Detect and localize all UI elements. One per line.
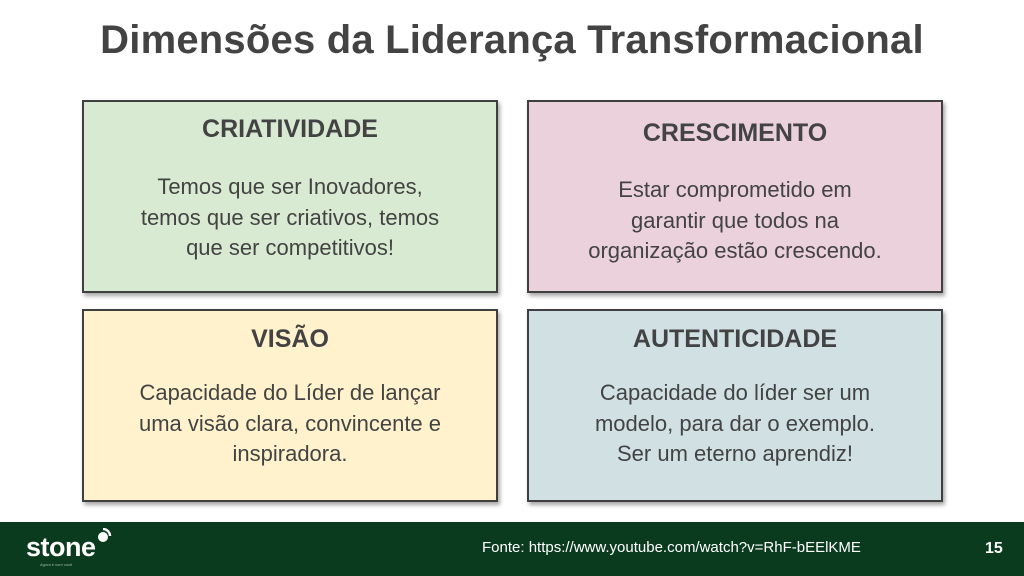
card-body-line: temos que ser criativos, temos (140, 204, 440, 230)
card-body-line: uma visão clara, convincente e (138, 410, 442, 436)
card-heading: AUTENTICIDADE (632, 325, 838, 353)
card-body-line: garantir que todos na (631, 207, 839, 233)
card-body-line: inspiradora. (232, 441, 348, 466)
card-authenticity: AUTENTICIDADE Capacidade do líder ser um… (527, 309, 943, 502)
logo-tagline: Agora é com você (40, 562, 73, 567)
card-body: Capacidade do líder ser um modelo, para … (537, 378, 933, 470)
slide-title: Dimensões da Liderança Transformacional (100, 18, 924, 62)
card-body-line: que ser competitivos! (186, 235, 394, 260)
logo-wordmark: stone (26, 532, 96, 562)
logo-mark-icon (98, 528, 112, 542)
card-heading: CRESCIMENTO (642, 119, 828, 147)
card-vision: VISÃO Capacidade do Líder de lançar uma … (82, 309, 498, 502)
card-heading: CRIATIVIDADE (202, 115, 378, 143)
card-body-line: organização estão crescendo. (588, 238, 882, 263)
card-growth: CRESCIMENTO Estar comprometido em garant… (527, 100, 943, 293)
source-link[interactable]: Fonte: https://www.youtube.com/watch?v=R… (482, 539, 861, 556)
card-body-line: Capacidade do Líder de lançar (139, 380, 441, 405)
card-body-line: Temos que ser Inovadores, (157, 174, 423, 199)
page-number: 15 (985, 540, 1003, 557)
card-creativity: CRIATIVIDADE Temos que ser Inovadores, t… (82, 100, 498, 293)
card-body-line: Capacidade do líder ser um (599, 380, 871, 405)
card-body-line: Estar comprometido em (618, 177, 852, 202)
card-body: Temos que ser Inovadores, temos que ser … (92, 172, 488, 264)
stone-logo: stone Agora é com você (26, 528, 126, 568)
card-body: Capacidade do Líder de lançar uma visão … (92, 378, 488, 470)
card-body: Estar comprometido em garantir que todos… (537, 175, 933, 267)
card-heading: VISÃO (251, 325, 329, 353)
card-body-line: Ser um eterno aprendiz! (616, 441, 854, 466)
card-body-line: modelo, para dar o exemplo. (594, 410, 876, 436)
footer-bar: stone Agora é com você Fonte: https://ww… (0, 522, 1024, 576)
